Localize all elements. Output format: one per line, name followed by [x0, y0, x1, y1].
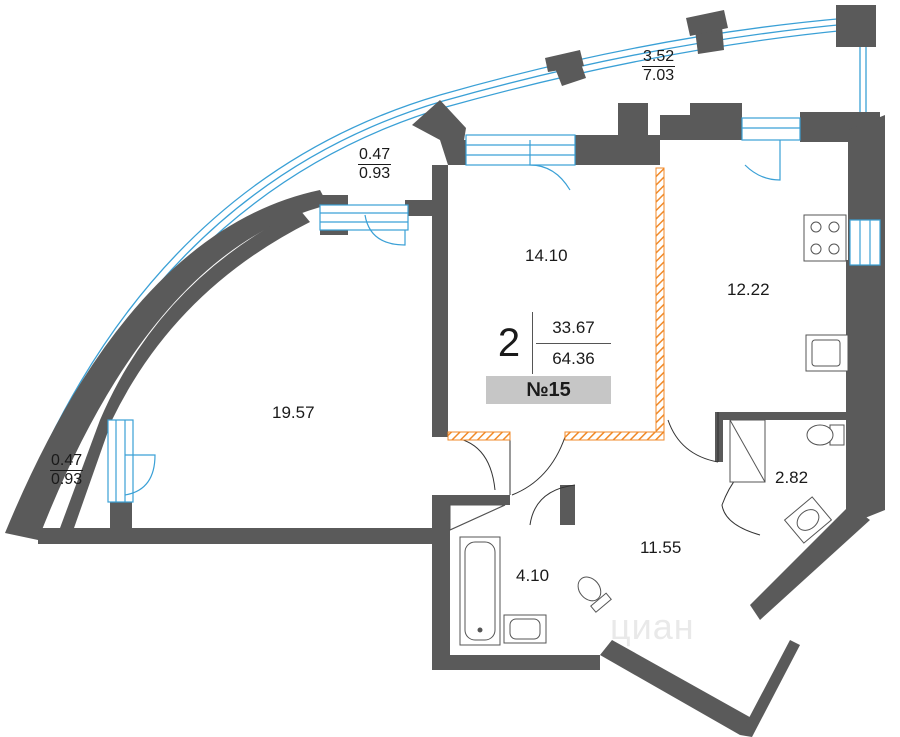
door-swings [124, 140, 781, 496]
balcony-left-area: 0.47 0.93 [50, 452, 84, 489]
hatched-partition [447, 167, 665, 441]
room-area-living: 19.57 [272, 403, 315, 422]
walls [38, 100, 885, 737]
balcony-top-full-value: 7.03 [643, 67, 675, 84]
balcony-right-glazing [859, 45, 867, 112]
balcony-left-full-value: 0.93 [51, 471, 83, 488]
balcony-mid-area: 0.47 0.93 [358, 146, 392, 183]
rooms-count: 2 [486, 312, 533, 374]
outer-curved-wall [5, 190, 328, 540]
wc-sink-icon [783, 496, 833, 544]
interior-doors [447, 412, 761, 536]
balcony-pillars [545, 5, 876, 86]
balcony-mid-area-value: 0.47 [358, 146, 392, 165]
windows [107, 117, 881, 503]
balcony-top-area: 3.52 7.03 [642, 48, 676, 85]
apartment-number: №15 [486, 376, 611, 404]
balcony-mid-full-value: 0.93 [359, 165, 391, 182]
balcony-top-area-value: 3.52 [642, 48, 676, 67]
fixtures [449, 214, 849, 646]
balcony-left-area-value: 0.47 [50, 452, 84, 471]
room-area-hall: 11.55 [640, 538, 682, 557]
watermark-logo: циан [610, 606, 695, 647]
total-area: 64.36 [552, 349, 595, 368]
room-area-bedroom: 14.10 [525, 246, 568, 265]
living-area: 33.67 [536, 312, 611, 344]
room-area-bathroom: 4.10 [516, 566, 550, 585]
apartment-info-box: 2 33.67 64.36 №15 [486, 312, 611, 404]
room-area-wc: 2.82 [775, 468, 809, 487]
stove-icon [803, 214, 847, 262]
room-area-kitchen: 12.22 [727, 280, 770, 299]
wc-toilet-icon [806, 424, 845, 446]
bath-toilet-icon [577, 576, 612, 613]
